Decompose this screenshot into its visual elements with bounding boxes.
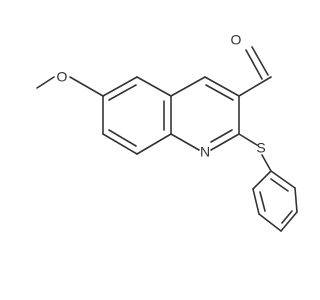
- chemical-structure: O O N S: [36, 32, 298, 232]
- bond-c6-c5: [102, 76, 138, 97]
- bond-c6-c5-inner: [108, 84, 137, 101]
- bond-ph-c2-c3: [252, 188, 260, 215]
- bond-c4-c3: [204, 76, 240, 97]
- bond-c2-sulfur: [238, 133, 258, 146]
- bond-ph-c4-c5-inner: [281, 210, 293, 224]
- bond-c4-c3-inner: [205, 84, 234, 101]
- bond-oxygen-ring: [69, 76, 104, 97]
- bond-ph-c3-c4: [258, 213, 282, 232]
- bond-ph-c4-c5: [280, 211, 298, 232]
- bond-c5-c4a: [136, 76, 172, 97]
- bond-methyl-oxygen: [36, 76, 55, 89]
- bond-ph-c6-c1-inner: [270, 178, 289, 192]
- bond-c3-cho: [238, 76, 272, 97]
- bond-ph-c1-c2: [252, 170, 272, 190]
- bond-ph-c2-c3-inner: [259, 191, 266, 212]
- atom-label-oxygen-aldehyde: O: [231, 32, 242, 48]
- bond-c2-n1-inner: [210, 129, 233, 143]
- bond-ph-c5-c6: [294, 187, 298, 213]
- atom-label-oxygen-methoxy: O: [57, 69, 68, 85]
- atom-label-nitrogen: N: [200, 144, 210, 160]
- bond-c4a-c4: [170, 76, 206, 97]
- atom-label-sulfur: S: [256, 140, 265, 156]
- bond-n1-c8a: [170, 133, 200, 151]
- bond-ph-c6-c1: [270, 170, 296, 189]
- bond-c2-n1: [210, 133, 240, 151]
- bond-sulfur-phenyl: [261, 154, 272, 172]
- bond-c8-c7-inner: [108, 129, 137, 147]
- bond-cho-oxygen-double: [245, 49, 263, 80]
- bond-c8-c7: [102, 133, 138, 155]
- bond-c8a-c8: [136, 133, 172, 155]
- bond-cho-oxygen: [251, 46, 269, 76]
